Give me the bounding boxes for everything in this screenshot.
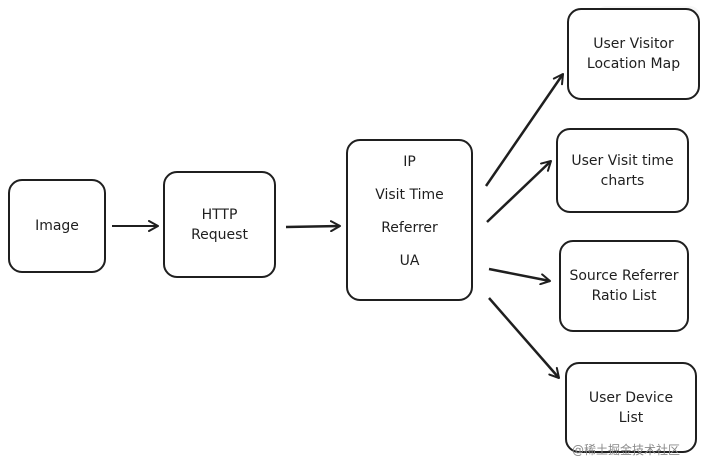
node-device-line-2: List (618, 409, 644, 426)
node-time-line-2: charts (600, 172, 645, 189)
arrow-info-to-map (484, 73, 565, 187)
node-device-list: User Device List (565, 362, 697, 453)
node-map-line-2: Location Map (586, 56, 681, 72)
arrow-http-to-info (285, 220, 341, 233)
node-image: Image (8, 179, 106, 273)
node-image-label: Image (35, 218, 79, 234)
watermark: @稀土掘金技术社区 (572, 443, 681, 457)
arrow-info-to-device (488, 297, 560, 379)
node-ratio-line-1: Source Referrer (569, 268, 679, 284)
node-info-ip: IP (403, 154, 416, 170)
node-device-line-1: User Device (588, 389, 674, 406)
node-ratio-line-2: Ratio List (591, 288, 657, 304)
node-info-visit-time: Visit Time (375, 187, 444, 203)
arrow-info-to-ratio (488, 267, 551, 286)
node-visit-time-charts: User Visit time charts (556, 128, 689, 213)
node-location-map: User Visitor Location Map (567, 8, 700, 100)
node-info-ua: UA (399, 253, 420, 269)
node-http-line-2: Request (191, 226, 248, 243)
node-http-request: HTTP Request (163, 171, 276, 278)
node-referrer-ratio: Source Referrer Ratio List (559, 240, 689, 332)
node-request-info: IP Visit Time Referrer UA (346, 139, 473, 301)
node-map-line-1: User Visitor (593, 36, 674, 52)
node-time-line-1: User Visit time (571, 152, 674, 169)
node-info-referrer: Referrer (381, 220, 438, 236)
node-http-line-1: HTTP (201, 206, 238, 223)
arrow-info-to-time (486, 160, 552, 223)
